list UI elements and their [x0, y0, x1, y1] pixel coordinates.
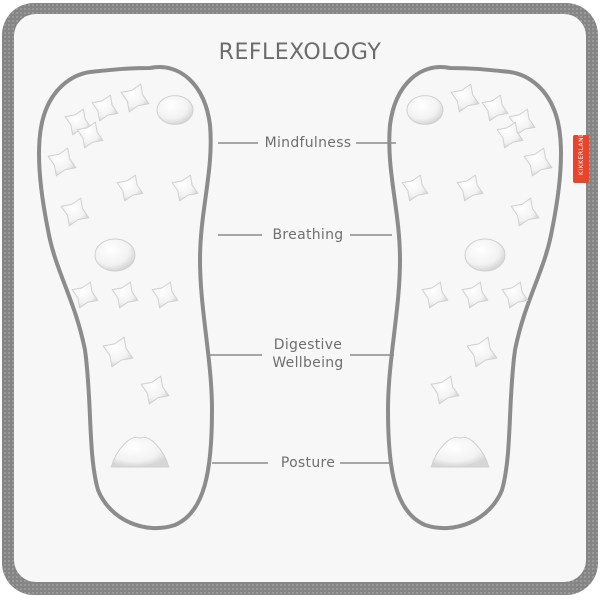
brand-label: KIKKERLAND: [578, 131, 585, 175]
left-foot-nub-8: [60, 197, 90, 227]
left-foot-nub-12: [151, 281, 179, 309]
left-foot-nub-4: [76, 121, 104, 149]
zone-label-digestive-wellbeing: Digestive Wellbeing: [258, 336, 358, 372]
left-foot-nub-0: [156, 95, 194, 125]
right-foot-nub-10: [501, 281, 529, 309]
left-foot-nub-2: [91, 94, 119, 122]
mat-title: REFLEXOLOGY: [218, 40, 382, 65]
right-foot-nub-14: [430, 375, 460, 405]
right-foot-nub-1: [450, 83, 480, 113]
left-foot-nub-11: [111, 281, 139, 309]
right-foot-nub-6: [456, 174, 484, 202]
right-foot-nub-8: [510, 197, 540, 227]
right-foot-nub-0: [406, 95, 444, 125]
left-foot-nub-15: [110, 436, 170, 468]
right-foot-outline: [385, 65, 563, 531]
left-foot-nub-5: [47, 147, 77, 177]
zone-label-posture: Posture: [280, 455, 336, 471]
left-foot-nub-13: [102, 336, 134, 368]
right-foot-nub-2: [481, 94, 509, 122]
right-foot-nub-11: [461, 281, 489, 309]
left-foot-nub-14: [140, 375, 170, 405]
right-foot-nub-12: [421, 281, 449, 309]
left-foot-nub-6: [116, 174, 144, 202]
zone-label-digestive-line1: Digestive: [273, 337, 343, 353]
right-foot-nub-4: [496, 121, 524, 149]
left-foot-nub-7: [171, 174, 199, 202]
right-foot-nub-15: [430, 436, 490, 468]
left-foot-outline: [37, 65, 215, 531]
right-foot-nub-9: [464, 238, 506, 272]
right-foot-nub-7: [401, 174, 429, 202]
massage-nubs: [47, 83, 553, 468]
zone-label-digestive-line2: Wellbeing: [272, 355, 344, 371]
left-foot-nub-9: [94, 238, 136, 272]
left-foot-nub-1: [120, 83, 150, 113]
mat-surface: [14, 14, 586, 582]
left-foot-nub-10: [71, 281, 99, 309]
zone-label-mindfulness: Mindfulness: [264, 135, 352, 151]
zone-label-breathing: Breathing: [272, 227, 344, 243]
right-foot-nub-13: [466, 336, 498, 368]
right-foot-nub-5: [523, 147, 553, 177]
brand-tag: [573, 135, 589, 183]
